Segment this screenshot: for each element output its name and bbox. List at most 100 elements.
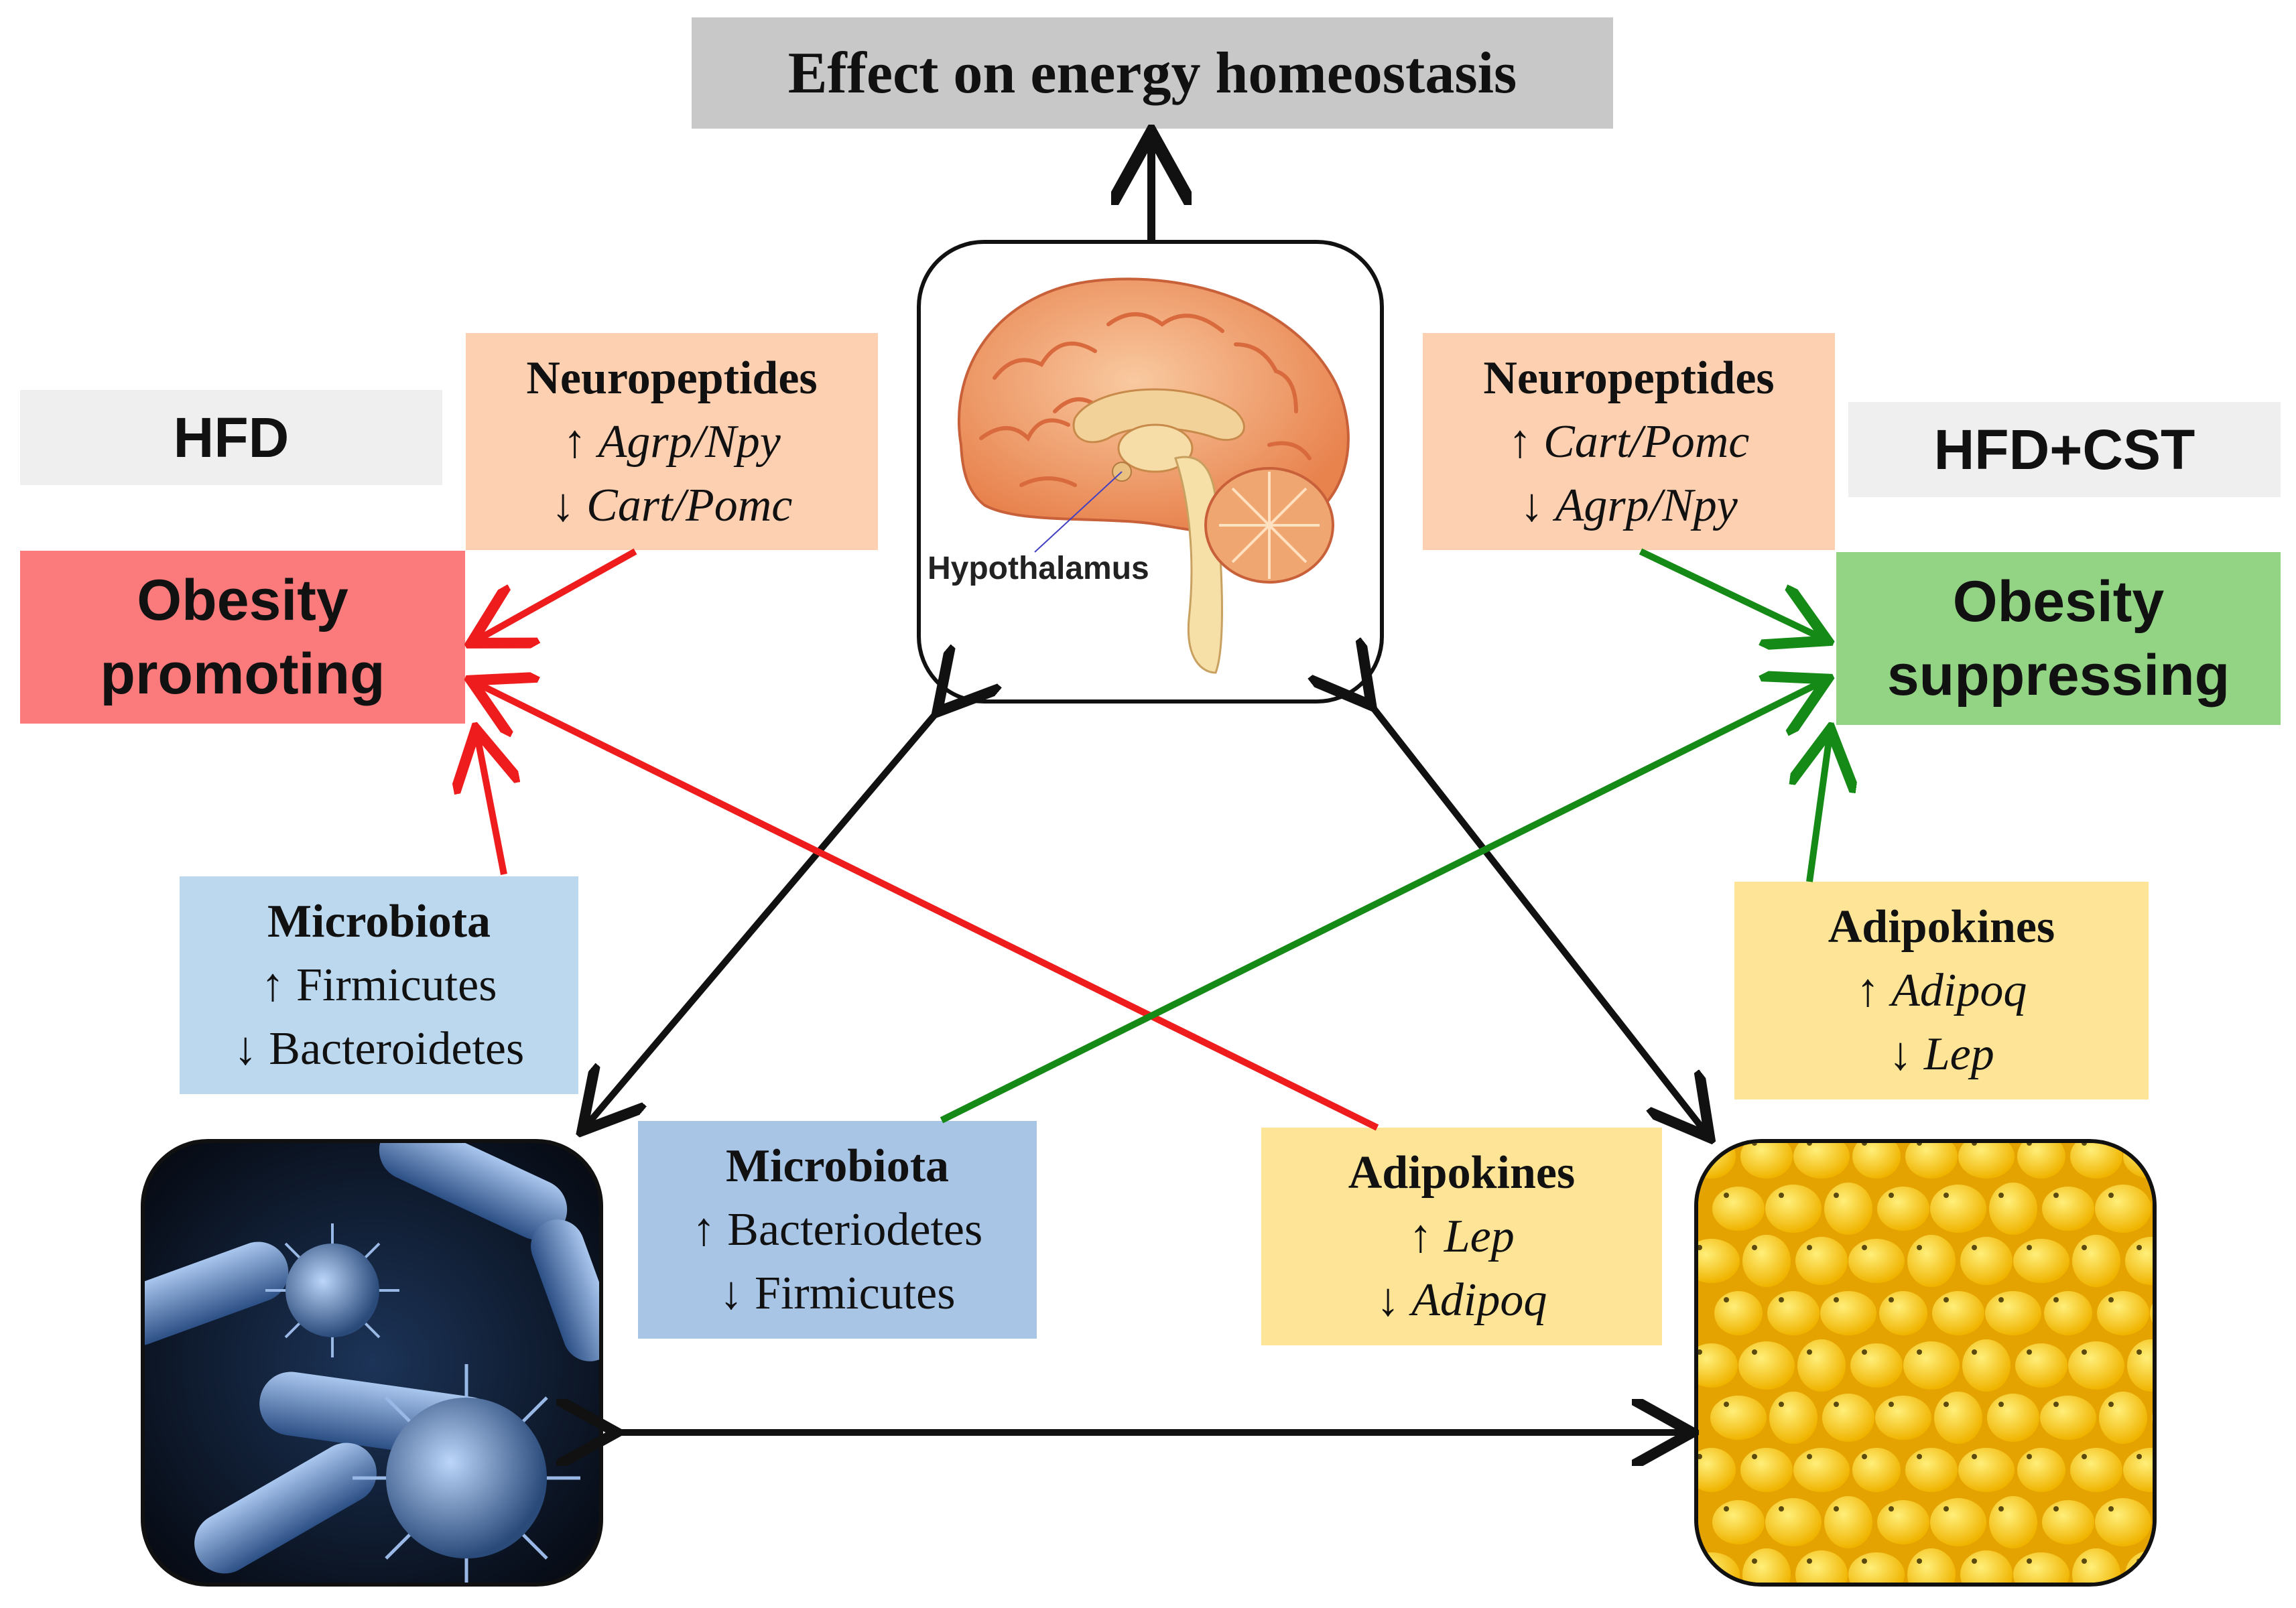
fat-cell (2152, 1412, 2153, 1424)
adipokines-heading: Adipokines (1348, 1147, 1576, 1199)
microbiota-up-taxa: Bacteriodetes (727, 1204, 983, 1256)
arrow-brain-bacteria (586, 707, 942, 1126)
fat-cell-nucleus (2053, 1402, 2059, 1407)
adipose-panel (1694, 1139, 2157, 1587)
fat-cell-nucleus (1972, 1558, 1977, 1564)
neuropeptides-down-genes: Agrp/Npy (1555, 479, 1738, 531)
fat-cell-nucleus (2136, 1245, 2142, 1250)
fat-cell-nucleus (1889, 1506, 1894, 1512)
condition-label-hfd-cst: HFD+CST (1848, 402, 2281, 497)
fat-cell-nucleus (2082, 1454, 2087, 1459)
neuropeptides-heading: Neuropeptides (526, 352, 818, 404)
brain-panel: Hypothalamus (917, 240, 1384, 704)
fat-cell-nucleus (1972, 1454, 1977, 1459)
adipokines-heading: Adipokines (1828, 901, 2055, 953)
fat-cell-nucleus (1807, 1558, 1812, 1564)
fat-cell-nucleus (1779, 1506, 1784, 1512)
neuropeptides-down: ↓ Cart/Pomc (552, 474, 793, 537)
fat-cell-nucleus (2082, 1143, 2087, 1146)
microbiota-up: ↑ Firmicutes (261, 953, 497, 1017)
fat-cell (2123, 1448, 2153, 1492)
fat-cell (1907, 1548, 1956, 1583)
up-arrow-icon: ↑ (1856, 965, 1880, 1016)
arrow-adipokines-to-suppressing (1809, 736, 1830, 882)
fat-cell (1793, 1448, 1850, 1492)
fat-cell-nucleus (2027, 1558, 2032, 1564)
fat-cell-nucleus (1943, 1402, 1949, 1407)
arrow-neuropeptides-to-suppressing (1639, 548, 1822, 638)
fat-cell-nucleus (1724, 1402, 1729, 1407)
fat-cell-nucleus (2108, 1402, 2114, 1407)
fat-cell (1698, 1343, 1738, 1388)
microbiota-up: ↑ Bacteriodetes (692, 1198, 982, 1262)
fat-cell-nucleus (1972, 1245, 1977, 1250)
fat-cell-nucleus (1998, 1506, 2004, 1512)
fat-cell (2125, 1237, 2153, 1285)
fat-cell-nucleus (2108, 1506, 2114, 1512)
fat-cell-nucleus (1862, 1558, 1867, 1564)
brain-icon: Hypothalamus (928, 277, 1350, 674)
fat-cell-nucleus (1943, 1506, 1949, 1512)
fat-cell-nucleus (2027, 1143, 2032, 1146)
fat-cell-nucleus (2027, 1454, 2032, 1459)
up-arrow-icon: ↑ (1508, 415, 1532, 468)
down-arrow-icon: ↓ (1376, 1274, 1400, 1326)
fat-cell (2040, 1396, 2096, 1440)
fat-cell (1960, 1550, 2013, 1583)
bacteria-icon (145, 1143, 599, 1583)
adipokines-box-hfd-cst: Adipokines ↑ Adipoq ↓ Lep (1734, 882, 2149, 1099)
microbiota-box-hfd-cst: Microbiota ↑ Bacteriodetes ↓ Firmicutes (638, 1121, 1037, 1339)
fat-cell-nucleus (1779, 1297, 1784, 1302)
fat-cell-nucleus (1724, 1297, 1729, 1302)
fat-cell-nucleus (1752, 1558, 1757, 1564)
fat-cell (1698, 1448, 1736, 1492)
fat-cell-nucleus (2136, 1454, 2142, 1459)
fat-cell-nucleus (1698, 1245, 1702, 1250)
neuropeptides-up-genes: Agrp/Npy (598, 415, 781, 468)
fat-cell-nucleus (1917, 1454, 1922, 1459)
fat-cell-nucleus (1834, 1402, 1839, 1407)
arrow-neuropeptides-to-promoting (477, 548, 637, 640)
condition-label-hfd: HFD (20, 390, 442, 485)
fat-cell (1958, 1143, 2015, 1179)
fat-cell-nucleus (1779, 1402, 1784, 1407)
fat-cell-nucleus (1862, 1245, 1867, 1250)
fat-cell-nucleus (1889, 1193, 1894, 1198)
fat-cell (1793, 1143, 1850, 1179)
adipokines-down: ↓ Adipoq (1377, 1268, 1547, 1332)
neuropeptides-up: ↑ Agrp/Npy (563, 410, 781, 474)
obesity-promoting-box: Obesity promoting (20, 551, 465, 724)
arrow-adipokines-to-promoting (477, 683, 1379, 1131)
fat-cell (1875, 1396, 1931, 1440)
up-arrow-icon: ↑ (692, 1204, 716, 1256)
adipose-tissue-icon (1698, 1143, 2153, 1583)
adipokines-down-genes: Lep (1923, 1028, 1994, 1080)
fat-cell-nucleus (2053, 1297, 2059, 1302)
fat-cell-nucleus (2027, 1245, 2032, 1250)
fat-cell-nucleus (1698, 1349, 1702, 1355)
hypothalamus-label: Hypothalamus (928, 551, 1149, 586)
fat-cell-nucleus (1889, 1297, 1894, 1302)
fat-cell (1848, 1239, 1905, 1283)
arrow-microbiota-to-promoting (477, 736, 504, 875)
fat-cell-nucleus (1752, 1245, 1757, 1250)
down-arrow-icon: ↓ (1889, 1028, 1913, 1080)
fat-cell-nucleus (2108, 1193, 2114, 1198)
down-arrow-icon: ↓ (719, 1268, 743, 1319)
arrow-brain-adipose (1367, 700, 1706, 1132)
up-arrow-icon: ↑ (1409, 1211, 1433, 1262)
fat-cell-nucleus (1917, 1558, 1922, 1564)
microbiota-down-taxa: Firmicutes (755, 1268, 956, 1319)
fat-cell (1820, 1291, 1876, 1335)
obesity-suppressing-box: Obesity suppressing (1836, 552, 2281, 725)
neuropeptides-heading: Neuropeptides (1483, 352, 1775, 404)
microbiota-box-hfd: Microbiota ↑ Firmicutes ↓ Bacteroidetes (180, 876, 578, 1094)
microbiota-down: ↓ Firmicutes (720, 1262, 956, 1325)
fat-cell (1852, 1143, 1901, 1179)
fat-cell-nucleus (2136, 1349, 2142, 1355)
fat-cell (1795, 1550, 1848, 1583)
fat-cell (1740, 1143, 1793, 1179)
fat-cell-nucleus (1834, 1506, 1839, 1512)
adipokines-up: ↑ Adipoq (1856, 959, 2027, 1022)
